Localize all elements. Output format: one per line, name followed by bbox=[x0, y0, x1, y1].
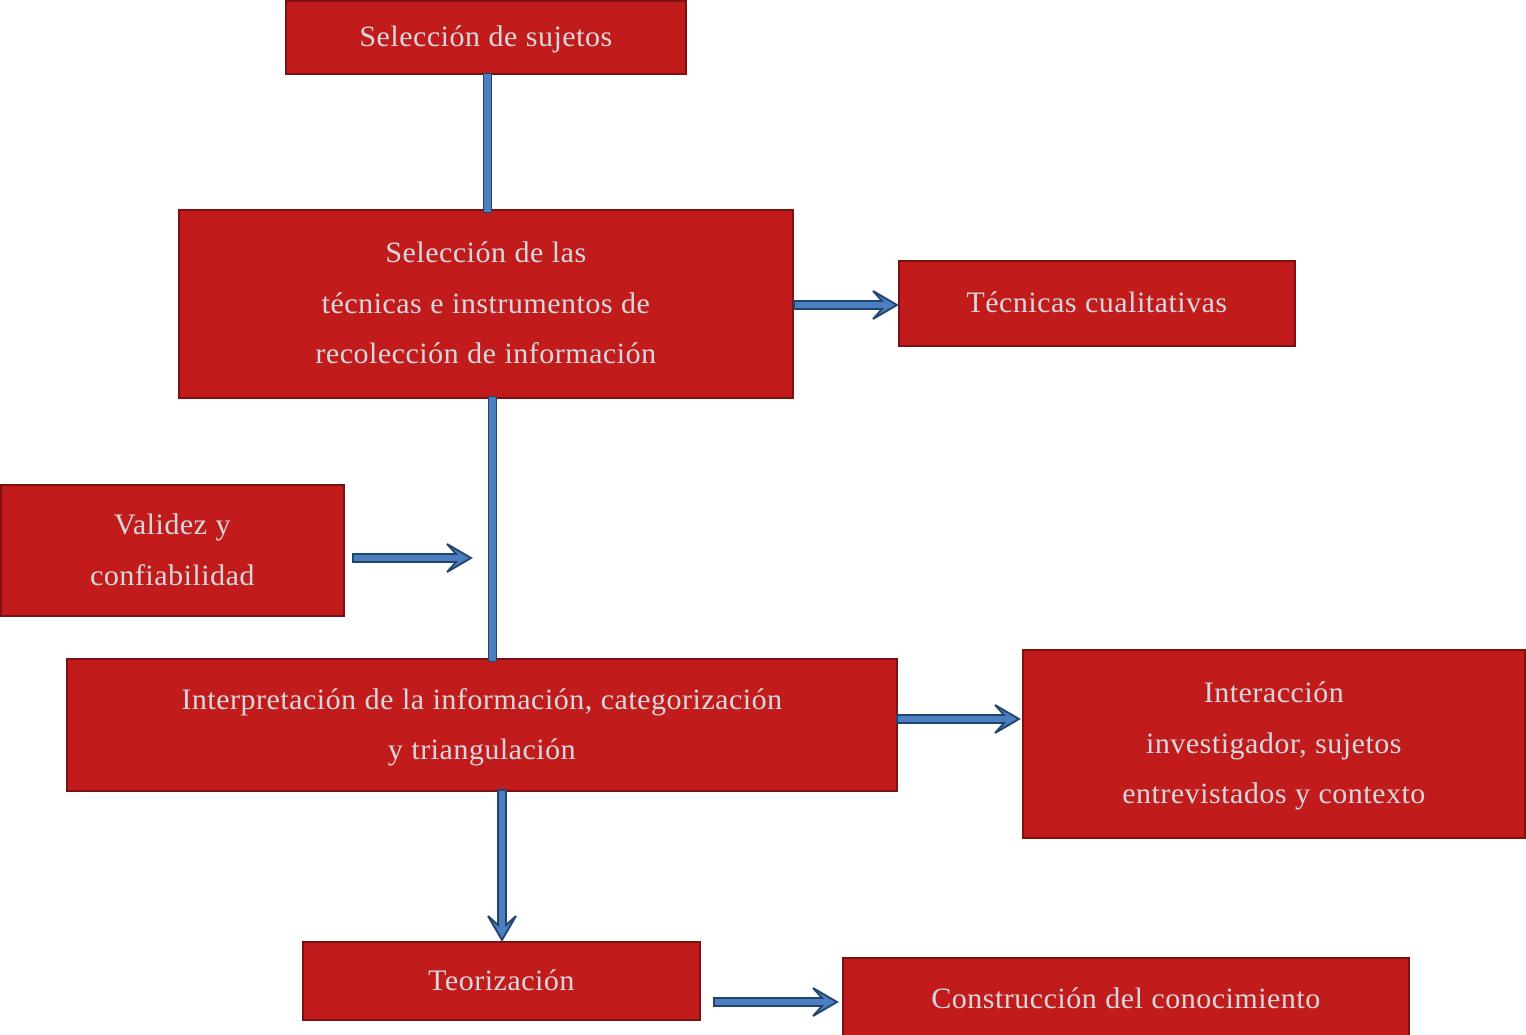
arrow-down-interpretacion-to-teorizacion-icon bbox=[487, 789, 517, 942]
connector-sujetos-to-tecnicas-line bbox=[483, 73, 492, 213]
node-construccion-conocimiento: Construcción del conocimiento bbox=[842, 957, 1410, 1035]
node-teorizacion: Teorización bbox=[302, 941, 701, 1021]
arrow-right-validez-icon bbox=[352, 543, 473, 573]
arrow-right-interpretacion-to-interaccion-icon bbox=[896, 704, 1021, 734]
node-tecnicas-cualitativas: Técnicas cualitativas bbox=[898, 260, 1296, 347]
arrow-right-teorizacion-to-construccion-icon bbox=[713, 987, 839, 1017]
node-validez-confiabilidad: Validez y confiabilidad bbox=[0, 484, 345, 617]
node-seleccion-tecnicas-instrumentos: Selección de las técnicas e instrumentos… bbox=[178, 209, 794, 399]
arrow-right-tecnicas-to-cualitativas-icon bbox=[793, 290, 899, 320]
node-interpretacion-categorizacion: Interpretación de la información, catego… bbox=[66, 658, 898, 792]
connector-tecnicas-to-interpretacion-line bbox=[488, 396, 497, 662]
node-seleccion-de-sujetos: Selección de sujetos bbox=[285, 0, 687, 75]
node-interaccion-investigador: Interacción investigador, sujetos entrev… bbox=[1022, 649, 1526, 839]
